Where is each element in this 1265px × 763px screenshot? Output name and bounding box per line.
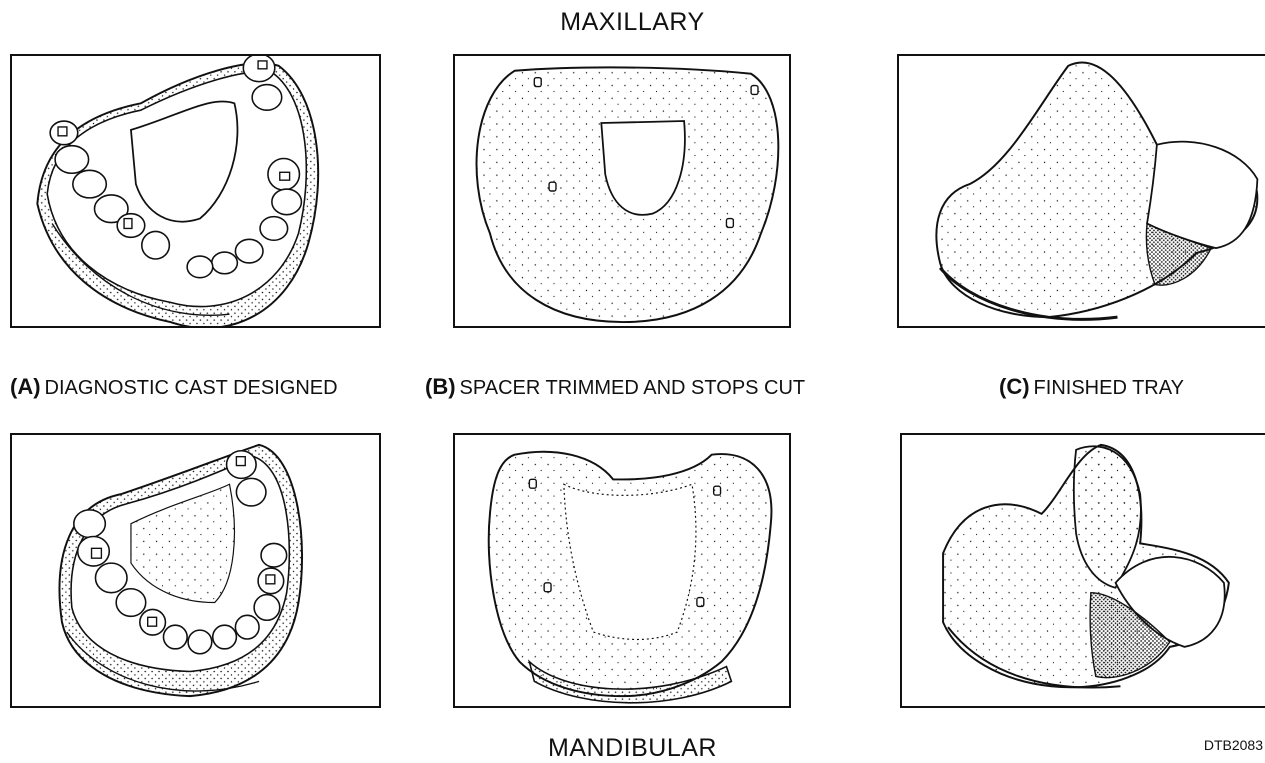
caption-b: (B)SPACER TRIMMED AND STOPS CUT xyxy=(425,374,805,400)
mandibular-finished-tray-drawing xyxy=(902,435,1265,706)
maxillary-diagnostic-cast-drawing xyxy=(12,56,379,326)
panel-mandibular-finished-tray xyxy=(900,433,1265,708)
caption-a-text: DIAGNOSTIC CAST DESIGNED xyxy=(45,377,338,399)
maxillary-finished-tray-drawing xyxy=(899,56,1265,326)
caption-c: (C)FINISHED TRAY xyxy=(999,374,1184,400)
panel-mandibular-spacer xyxy=(453,433,791,708)
maxillary-spacer-drawing xyxy=(455,56,789,326)
mandibular-diagnostic-cast-drawing xyxy=(12,435,379,706)
mandibular-spacer-drawing xyxy=(455,435,789,706)
caption-c-text: FINISHED TRAY xyxy=(1034,377,1184,399)
figure-reference-code: DTB2083 xyxy=(1204,737,1263,753)
panel-maxillary-diagnostic-cast xyxy=(10,54,381,328)
panel-maxillary-finished-tray xyxy=(897,54,1265,328)
caption-b-letter: (B) xyxy=(425,374,456,399)
caption-c-letter: (C) xyxy=(999,374,1030,399)
panel-maxillary-spacer xyxy=(453,54,791,328)
mandibular-title: MANDIBULAR xyxy=(0,734,1265,763)
caption-a-letter: (A) xyxy=(10,374,41,399)
panel-mandibular-diagnostic-cast xyxy=(10,433,381,708)
caption-a: (A)DIAGNOSTIC CAST DESIGNED xyxy=(10,374,338,400)
caption-b-text: SPACER TRIMMED AND STOPS CUT xyxy=(460,377,806,399)
maxillary-title: MAXILLARY xyxy=(0,8,1265,37)
